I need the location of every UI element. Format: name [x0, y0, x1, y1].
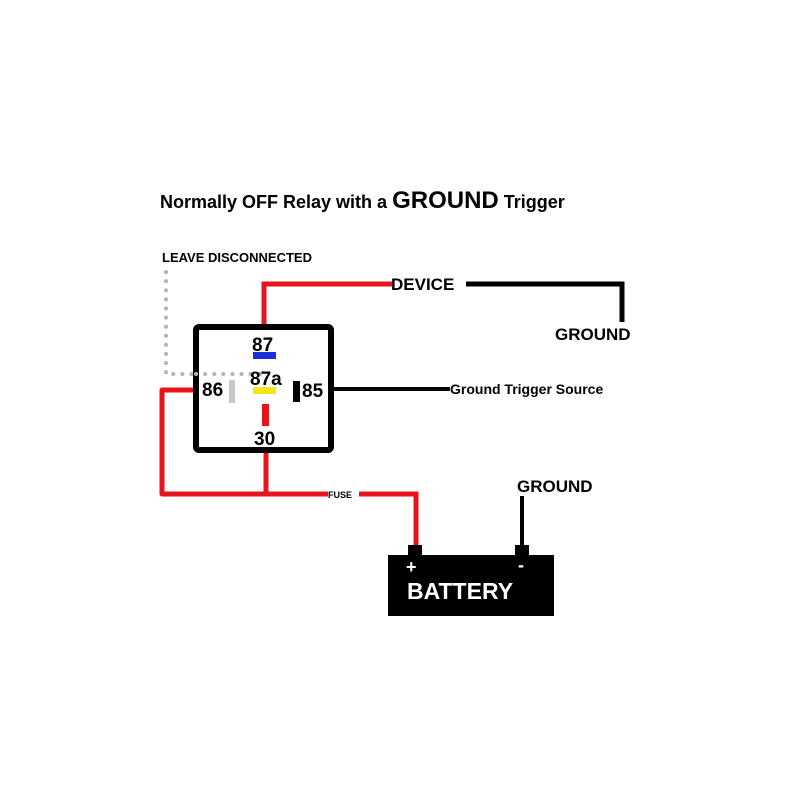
- pin-85-label: 85: [302, 381, 324, 402]
- ground-trigger-source-label: Ground Trigger Source: [450, 381, 603, 397]
- pin-85-marker: [293, 381, 300, 402]
- device-label: DEVICE: [391, 275, 454, 294]
- pin-87a-marker: [253, 387, 276, 394]
- pin-86-label: 86: [202, 380, 223, 401]
- pin-30-marker: [262, 404, 269, 426]
- battery-body: [388, 555, 554, 616]
- battery-negative-terminal: [515, 545, 529, 557]
- device-ground-label: GROUND: [555, 325, 631, 344]
- fuse-label: FUSE: [328, 490, 352, 500]
- unused-87a-wire: [164, 270, 264, 376]
- wire-device-to-ground: [466, 281, 625, 322]
- battery: + - BATTERY: [388, 545, 554, 616]
- pin-87a-label: 87a: [250, 369, 282, 390]
- wire-87-to-device: [261, 281, 392, 327]
- leave-disconnected-label: LEAVE DISCONNECTED: [162, 250, 312, 265]
- battery-label: BATTERY: [407, 578, 513, 604]
- battery-negative-symbol: -: [518, 555, 524, 575]
- pin-30-label: 30: [254, 429, 275, 450]
- battery-ground-label: GROUND: [517, 477, 593, 496]
- diagram-title: Normally OFF Relay with a GROUND Trigger: [160, 187, 565, 214]
- battery-positive-terminal: [408, 545, 422, 557]
- pin-87-marker: [253, 352, 276, 359]
- battery-positive-symbol: +: [406, 557, 417, 577]
- pin-87-label: 87: [252, 335, 273, 356]
- wire-86-to-30: [159, 387, 266, 497]
- wire-fuse-to-battery-positive: [359, 491, 419, 547]
- pin-86-marker: [229, 380, 235, 403]
